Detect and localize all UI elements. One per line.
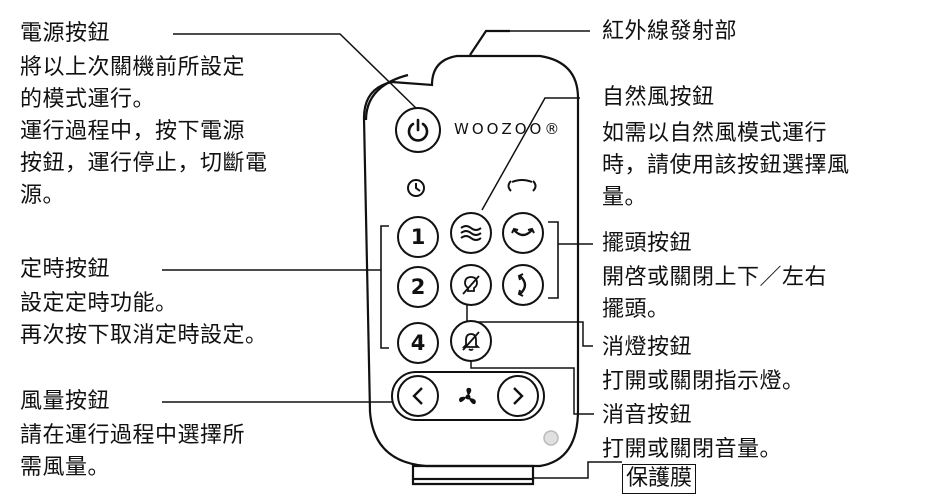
mute-desc-line-1: 打開或關閉音量。 bbox=[602, 437, 783, 462]
ir-window-outline bbox=[469, 29, 510, 56]
indicator-led bbox=[543, 430, 559, 446]
power-icon bbox=[407, 118, 429, 142]
remote-outer-shell bbox=[362, 54, 580, 468]
timer-button-4[interactable]: 4 bbox=[397, 322, 439, 364]
light-off-icon bbox=[462, 275, 480, 295]
swing-vertical-icon bbox=[511, 227, 535, 237]
light-off-desc-line-1: 打開或關閉指示燈。 bbox=[602, 369, 805, 394]
chevron-left-icon bbox=[412, 387, 423, 405]
protective-film-label: 保護膜 bbox=[622, 464, 697, 494]
swing-updown-button[interactable] bbox=[502, 212, 544, 254]
fan-speed-control bbox=[391, 371, 545, 421]
swing-leftright-button[interactable] bbox=[502, 264, 544, 306]
timer-bracket bbox=[380, 225, 389, 349]
button-brackets bbox=[380, 221, 559, 349]
power-desc-line-2: 的模式運行。 bbox=[20, 87, 156, 112]
bell-mute-icon bbox=[461, 331, 481, 351]
top-icons bbox=[407, 179, 537, 197]
light-off-button[interactable] bbox=[450, 264, 492, 306]
natural-wind-button[interactable] bbox=[450, 212, 492, 254]
remote-shell-top-edge bbox=[364, 73, 409, 121]
power-desc-line-5: 源。 bbox=[20, 183, 66, 208]
swing-desc-line-1: 開啓或關閉上下／左右 bbox=[602, 265, 828, 290]
protective-film-base bbox=[411, 479, 535, 486]
timer-label-title: 定時按鈕 bbox=[20, 257, 111, 282]
natural-wind-desc-line-2: 時，請使用該按鈕選擇風 bbox=[602, 153, 850, 178]
ir-emitter-label: 紅外線發射部 bbox=[602, 19, 738, 44]
swing-bracket bbox=[548, 221, 559, 299]
timer-button-2[interactable]: 2 bbox=[397, 266, 439, 308]
fan-speed-desc-line-2: 需風量。 bbox=[20, 455, 111, 480]
timer-button-1[interactable]: 1 bbox=[397, 216, 439, 258]
power-button[interactable] bbox=[395, 107, 441, 153]
fan-speed-desc-line-1: 請在運行過程中選擇所 bbox=[20, 423, 246, 448]
film-leader-line bbox=[533, 461, 622, 479]
timer-desc-line-1: 設定定時功能。 bbox=[20, 291, 178, 316]
mute-leader-line bbox=[470, 355, 594, 415]
protective-film-strip bbox=[411, 464, 535, 481]
light-off-leader-line bbox=[466, 284, 593, 347]
swing-horizontal-icon bbox=[517, 273, 527, 297]
light-off-label-title: 消燈按鈕 bbox=[602, 335, 693, 360]
natural-wind-desc-line-1: 如需以自然風模式運行 bbox=[602, 121, 828, 146]
chevron-right-icon bbox=[513, 387, 524, 405]
natural-wind-label-title: 自然風按鈕 bbox=[602, 85, 715, 110]
brand-logo: WOOZOO® bbox=[454, 120, 563, 138]
timer-button-4-label: 4 bbox=[410, 331, 426, 355]
mute-label-title: 消音按鈕 bbox=[602, 403, 693, 428]
swing-arrows-icon bbox=[507, 179, 537, 192]
fan-icon bbox=[459, 387, 476, 405]
power-leader-line bbox=[173, 33, 419, 111]
swing-label-title: 擺頭按鈕 bbox=[602, 231, 693, 256]
timer-desc-line-2: 再次按下取消定時設定。 bbox=[20, 323, 268, 348]
timer-clock-icon bbox=[407, 179, 425, 197]
mute-button[interactable] bbox=[450, 320, 492, 362]
power-desc-line-4: 按鈕，運行停止，切斷電 bbox=[20, 151, 268, 176]
wind-waves-icon bbox=[460, 225, 482, 241]
power-desc-line-1: 將以上次關機前所設定 bbox=[20, 55, 246, 80]
power-label-title: 電源按鈕 bbox=[20, 21, 111, 46]
fan-speed-up-button[interactable] bbox=[497, 375, 539, 417]
natural-wind-leader-line bbox=[481, 97, 580, 211]
remote-body bbox=[362, 29, 580, 486]
timer-button-2-label: 2 bbox=[410, 275, 426, 299]
timer-button-1-label: 1 bbox=[410, 225, 426, 249]
natural-wind-desc-line-3: 量。 bbox=[602, 185, 648, 210]
swing-desc-line-2: 擺頭。 bbox=[602, 297, 670, 322]
leader-lines bbox=[162, 30, 622, 479]
fan-speed-down-button[interactable] bbox=[397, 375, 439, 417]
fan-speed-label-title: 風量按鈕 bbox=[20, 389, 111, 414]
power-desc-line-3: 運行過程中，按下電源 bbox=[20, 119, 246, 144]
